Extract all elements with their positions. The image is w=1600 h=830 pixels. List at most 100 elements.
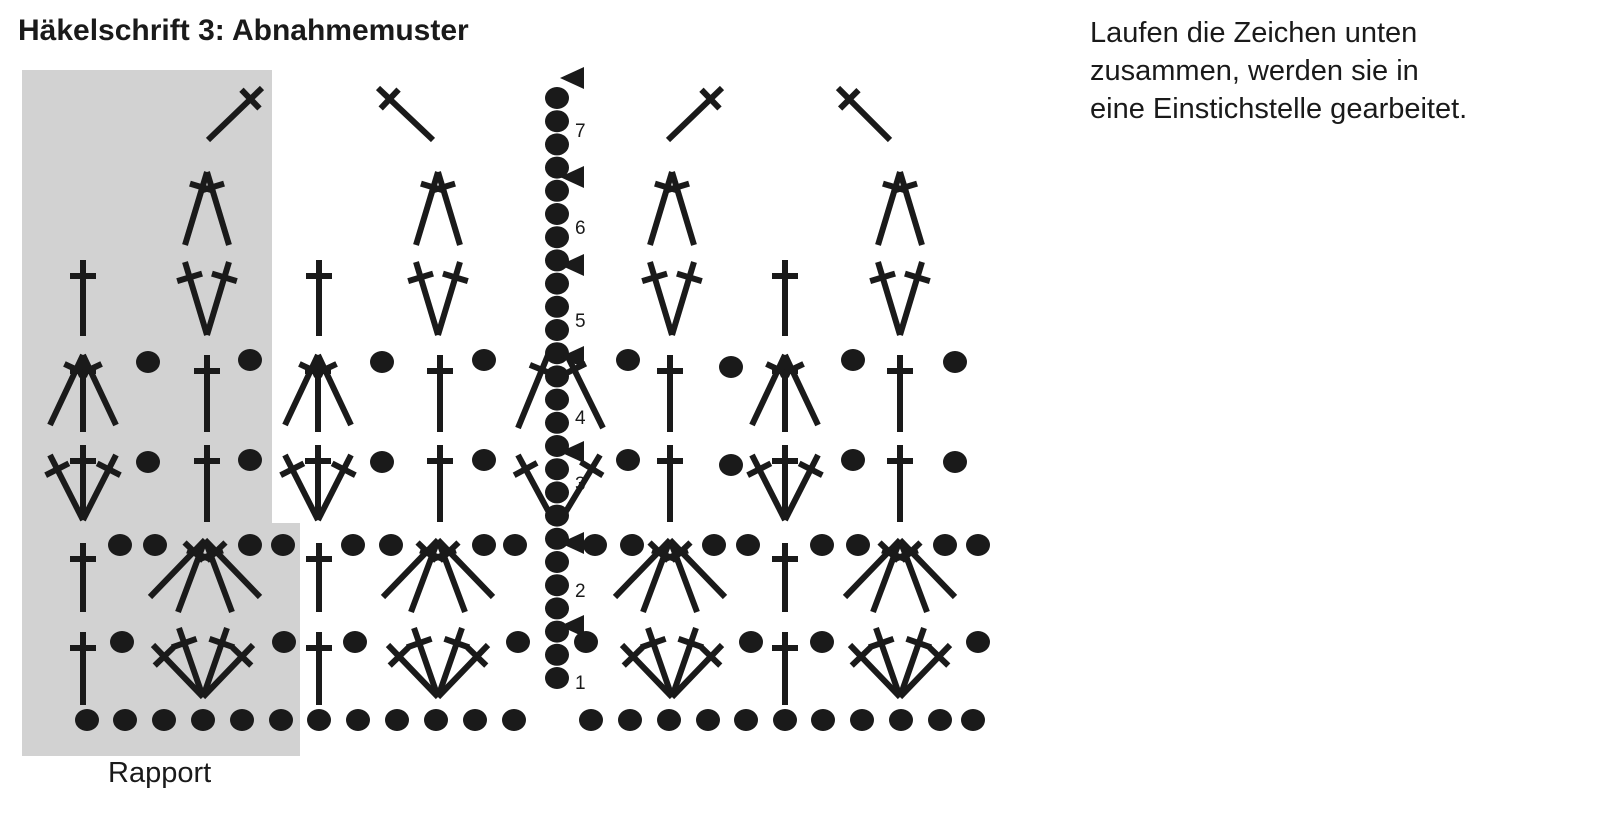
stitch-stem (897, 642, 953, 700)
stitch-stem (641, 270, 668, 284)
double-crochet-icon (669, 642, 725, 700)
chain-stitch-icon (545, 643, 569, 666)
stitch-stem (315, 353, 354, 427)
stitch-stem (870, 538, 903, 614)
stitch-stem (200, 627, 230, 698)
chain-stitch-icon (850, 709, 874, 731)
double-crochet-icon (427, 445, 453, 522)
double-crochet-icon (407, 261, 441, 336)
stitch-stem (797, 460, 824, 478)
stitch-stem (378, 87, 401, 111)
chain-stitch-icon (545, 342, 569, 365)
stitch-stem (435, 642, 491, 700)
double-crochet-icon (657, 355, 683, 432)
chain-stitch-icon (657, 709, 681, 731)
stitch-stem (873, 627, 903, 698)
chain-stitch-icon (943, 451, 967, 473)
stitch-stem (875, 261, 903, 336)
stitch-stem (239, 87, 262, 111)
stitch-stem (202, 538, 235, 614)
double-crochet-icon (619, 642, 675, 700)
double-crochet-icon (772, 445, 798, 520)
chain-stitch-icon (961, 709, 985, 731)
double-crochet-icon (375, 85, 436, 143)
chain-stitch-icon (841, 449, 865, 471)
double-crochet-icon (176, 261, 210, 336)
chain-stitch-icon (579, 709, 603, 731)
double-crochet-icon (435, 627, 471, 698)
row-number-label: 2 (575, 581, 586, 602)
stitch-stem (205, 85, 265, 143)
chain-stitch-icon (841, 349, 865, 371)
stitch-stem (175, 538, 208, 614)
double-crochet-icon (305, 445, 331, 520)
stitch-stem (150, 642, 206, 700)
stitch-stem (927, 645, 951, 668)
stitch-stem (437, 540, 461, 563)
stitch-stem (669, 540, 693, 563)
stitch-stem (204, 261, 232, 336)
double-crochet-icon (194, 355, 220, 432)
double-crochet-icon (782, 453, 824, 522)
double-crochet-icon (311, 353, 354, 427)
stitch-stem (208, 636, 236, 651)
chain-stitch-icon (545, 87, 569, 109)
double-crochet-icon (427, 355, 453, 432)
stitch-stem (385, 642, 441, 700)
double-crochet-icon (194, 445, 220, 522)
chain-stitch-icon (545, 597, 569, 620)
double-crochet-icon (867, 627, 903, 698)
double-crochet-icon (559, 453, 605, 520)
stitch-stem (559, 453, 603, 520)
stitch-stem (847, 642, 903, 700)
chain-stitch-icon (191, 709, 215, 731)
chain-stitch-icon (472, 449, 496, 471)
stitch-stem (676, 270, 703, 284)
double-crochet-icon (663, 171, 697, 246)
chain-stitch-icon (346, 709, 370, 731)
double-crochet-icon (70, 632, 96, 705)
stitch-stem (200, 642, 256, 700)
stitch-stem (170, 636, 198, 651)
row-number-label: 3 (575, 474, 586, 495)
chain-stitch-icon (545, 388, 569, 411)
double-crochet-icon (897, 627, 933, 698)
stitch-stem (80, 353, 119, 427)
stitch-stem (512, 460, 539, 478)
chain-stitch-icon (472, 534, 496, 556)
stitch-stem (663, 180, 690, 194)
chain-stitch-icon (152, 709, 176, 731)
double-crochet-icon (205, 85, 265, 143)
row-number-label: 1 (575, 673, 586, 694)
stitch-stem (230, 645, 254, 668)
double-crochet-icon (306, 632, 332, 705)
chain-stitch-icon (943, 351, 967, 373)
instruction-note: Laufen die Zeichen unten zusammen, werde… (1090, 14, 1467, 128)
chain-stitch-icon (502, 709, 526, 731)
stitch-stem (621, 645, 645, 668)
stitch-stem (198, 180, 225, 194)
stitch-stem (413, 261, 441, 336)
slip-stitch-icon (560, 67, 584, 89)
double-crochet-icon (512, 453, 555, 520)
stitch-stem (875, 171, 903, 246)
stitch-stem (176, 270, 203, 284)
double-crochet-icon (70, 260, 96, 336)
stitch-stem (411, 627, 441, 698)
stitch-stem (435, 627, 465, 698)
stitch-stem (435, 261, 463, 336)
double-crochet-icon (897, 537, 958, 600)
chain-stitch-icon (238, 349, 262, 371)
chain-stitch-icon (385, 709, 409, 731)
slip-stitch-icon (560, 346, 584, 368)
chain-stitch-icon (545, 667, 569, 689)
stitch-stem (647, 171, 675, 246)
chain-stitch-icon (810, 631, 834, 653)
stitch-stem (579, 459, 605, 478)
chain-stitch-icon (734, 709, 758, 731)
slip-stitch-icon (560, 254, 584, 276)
chain-stitch-icon (583, 534, 607, 556)
double-crochet-icon (80, 453, 122, 522)
stitch-stem (640, 538, 673, 614)
chain-stitch-icon (966, 631, 990, 653)
